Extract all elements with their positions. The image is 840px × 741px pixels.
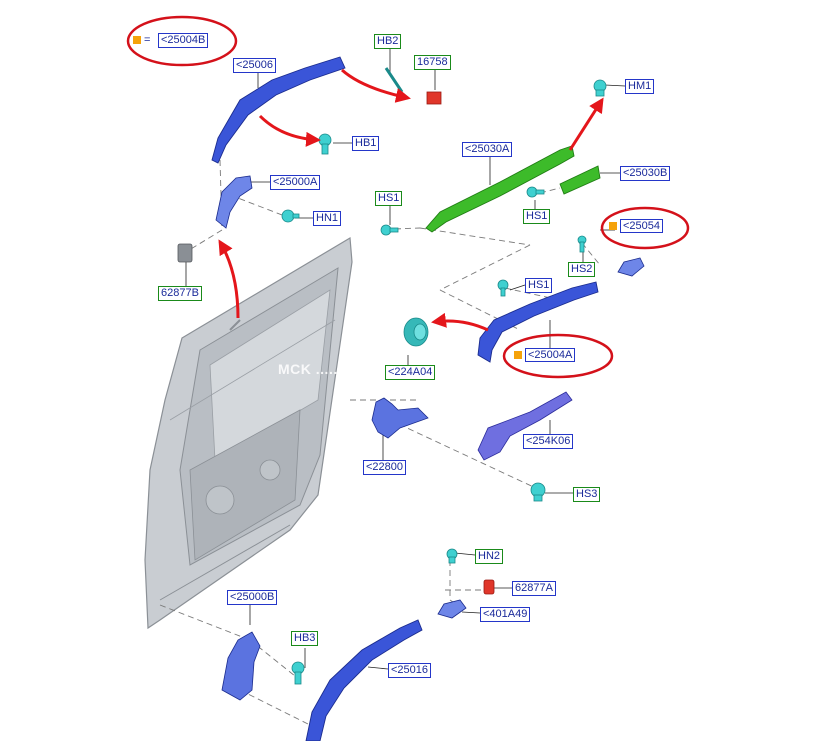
label-62877A[interactable]: 62877A [512,581,556,596]
highlight-25054 [600,206,690,250]
legend-equals: = [144,34,151,46]
label-25030B[interactable]: <25030B [620,166,671,181]
label-HS1-middle[interactable]: HS1 [525,278,553,293]
label-HS1-left[interactable]: HS1 [375,191,403,206]
center-rail-25004A [477,281,599,363]
watermark: MCK ...................... ve.com [278,361,468,377]
label-25054[interactable]: <25054 [607,219,665,233]
label-HB2[interactable]: HB2 [374,34,402,49]
assembly-guide-lines [159,159,601,726]
orange-marker-icon [609,222,617,230]
label-401A49[interactable]: <401A49 [480,607,531,622]
bumper-62877A-icon [483,579,495,595]
bracket-401A49 [437,599,467,619]
clip-hm1-icon [593,79,607,97]
label-62877B[interactable]: 62877B [158,286,202,301]
assembly-arrows [218,68,604,332]
upper-rail-bracket [211,56,346,164]
lower-bracket-25000B [221,631,261,701]
seal-strip-25030A [425,145,575,233]
arrow-to-224A04 [431,312,489,332]
label-25000A[interactable]: <25000A [270,175,321,190]
label-25004A[interactable]: <25004A [512,348,577,362]
label-HN1[interactable]: HN1 [313,211,342,226]
label-25016[interactable]: <25016 [388,663,432,678]
sliding-door-panel [144,236,353,630]
clip-hs2-icon [577,235,587,253]
label-25054-text: <25054 [620,219,664,233]
legend-marker: = [131,34,152,47]
label-224A04[interactable]: <224A04 [385,365,436,380]
arrow-to-16758 [340,68,411,103]
label-25030A[interactable]: <25030A [462,142,513,157]
leader-lines [185,48,626,670]
orange-marker-icon [133,36,141,44]
label-HB3[interactable]: HB3 [291,631,319,646]
label-HS3[interactable]: HS3 [573,487,601,502]
nut-16758-icon [426,91,442,105]
label-HN2[interactable]: HN2 [475,549,504,564]
label-HB1[interactable]: HB1 [352,136,380,151]
highlight-25004B [126,15,238,67]
seal-strip-25030B [559,165,601,195]
lower-rail-25016 [305,619,423,741]
clip-hn1-icon [281,209,300,223]
clip-hb1-icon [318,133,332,155]
highlight-25004A [502,333,614,379]
arrow-door-up [218,239,240,319]
orange-marker-icon [514,351,522,359]
rail-hinge-bracket-25000A [215,175,253,229]
stopper-224A04-icon [403,317,429,347]
cover-254K06 [477,391,573,461]
arrow-to-hb1 [258,114,321,147]
clip-hb3-icon [291,661,305,685]
fasteners [281,67,607,685]
label-HS1-upper[interactable]: HS1 [523,209,551,224]
hinge-bracket-22800 [371,397,429,439]
label-25004B[interactable]: <25004B [158,33,209,48]
label-HS2[interactable]: HS2 [568,262,596,277]
bumper-62877B-icon [177,243,193,263]
highlight-ellipses [126,15,690,379]
clip-hs1-middle-icon [497,279,509,297]
label-25006[interactable]: <25006 [233,58,277,73]
bolt-hb2-icon [384,67,404,93]
label-16758[interactable]: 16758 [414,55,451,70]
label-25004A-text: <25004A [525,348,576,362]
clip-hs1-upper-icon [526,186,545,198]
arrow-to-hm1 [568,97,604,151]
label-22800[interactable]: <22800 [363,460,407,475]
label-HM1[interactable]: HM1 [625,79,655,94]
label-25000B[interactable]: <25000B [227,590,278,605]
clip-hn2-icon [446,548,458,564]
bracket-25054 [617,257,645,277]
clip-hs1-left-icon [380,224,399,236]
label-254K06[interactable]: <254K06 [523,434,574,449]
clip-hs3-icon [530,482,546,502]
